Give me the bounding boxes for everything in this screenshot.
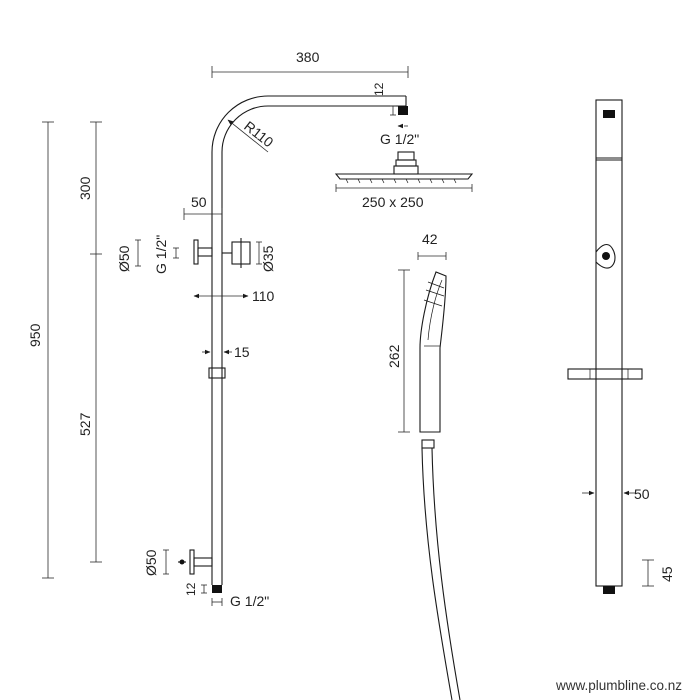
- dia-50-top-label: Ø50: [116, 245, 132, 272]
- dim-15-label: 15: [234, 344, 250, 360]
- bracket-thread-label: G 1/2": [153, 235, 169, 274]
- shower-head: 250 x 250: [334, 151, 474, 210]
- dim-380-label: 380: [296, 49, 320, 65]
- lower-wall-bracket: [178, 549, 213, 575]
- radius-leader: [227, 119, 269, 153]
- side-rail-body: [595, 99, 623, 587]
- hose-inner: [431, 447, 461, 700]
- hand-shower: 42 262: [386, 231, 461, 700]
- website-url: www.plumbline.co.nz: [555, 678, 682, 693]
- inlet-thread-bottom-label: G 1/2": [230, 593, 269, 609]
- dia-35-label: Ø35: [260, 245, 276, 272]
- dim-527-label: 527: [77, 412, 93, 436]
- upper-wall-bracket: [193, 238, 251, 268]
- dim-110-label: 110: [252, 288, 275, 304]
- handset-body: [419, 271, 447, 433]
- handset-42-label: 42: [422, 231, 438, 247]
- dim-300-label: 300: [77, 176, 93, 200]
- side-slider-knob: [595, 243, 616, 269]
- shower-rail-front-view: 380 12 G 1/2" R110 50 G 1/2" Ø50: [27, 49, 419, 609]
- dim-950-label: 950: [27, 323, 43, 347]
- side-50-label: 50: [634, 486, 650, 502]
- arm-outlet-nut: [398, 106, 408, 115]
- riser-pipe-inner: [221, 105, 406, 585]
- side-45-label: 45: [659, 566, 675, 582]
- hose-outer: [421, 447, 453, 700]
- head-size-label: 250 x 250: [362, 194, 424, 210]
- radius-label: R110: [241, 118, 277, 151]
- bottom-inlet-nut: [212, 585, 222, 593]
- outlet-thread-top-label: G 1/2": [380, 131, 419, 147]
- dim-12-bottom-label: 12: [184, 582, 198, 596]
- side-bracket-shelf: [567, 368, 643, 380]
- dia-50-bottom-label: Ø50: [143, 549, 159, 576]
- dim-12-top-label: 12: [372, 82, 386, 96]
- pipe-collar: [208, 367, 226, 379]
- dim-50-offset-label: 50: [191, 194, 207, 210]
- riser-pipe-outer: [211, 95, 406, 585]
- handset-262-label: 262: [386, 344, 402, 368]
- shower-rail-side-view: 50 45: [567, 99, 675, 594]
